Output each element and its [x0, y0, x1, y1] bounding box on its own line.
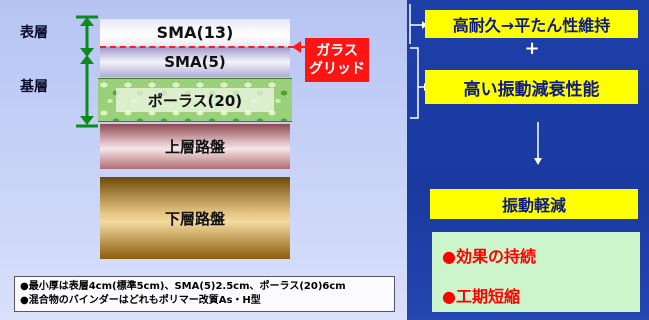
surface-layer-label: 表層	[20, 25, 48, 41]
vibration-performance-box: 高い振動減衰性能	[425, 70, 638, 104]
glass-grid-label-line1: ガラス	[316, 43, 358, 59]
glass-grid-label-box: ガラス グリッド	[305, 38, 369, 82]
vibration-reduction-box: 振動軽減	[430, 189, 638, 219]
benefit-shorter-construction: ●工期短縮	[442, 287, 520, 306]
glass-grid-arrowhead-icon	[292, 41, 301, 53]
note-min-thickness: ●最小厚は表層4cm(標準5cm)、SMA(5)2.5cm、ポーラス(20)6c…	[20, 281, 346, 292]
benefit-sustained-effect: ●効果の持続	[442, 247, 536, 266]
base-layer-label: 基層	[20, 79, 48, 95]
glass-grid-arrow-line	[300, 46, 306, 48]
layer-sma5: SMA(5)	[100, 47, 290, 77]
layer-sma13: SMA(13)	[100, 19, 290, 46]
glass-grid-line	[100, 46, 294, 48]
layer-porous-label: ポーラス(20)	[116, 88, 274, 112]
notes-box: ●最小厚は表層4cm(標準5cm)、SMA(5)2.5cm、ポーラス(20)6c…	[14, 276, 395, 312]
durability-box: 高耐久→平たん性維持	[425, 10, 638, 38]
note-binder: ●混合物のバインダーはどれもポリマー改質As・H型	[20, 295, 261, 306]
benefits-box	[432, 232, 640, 312]
layer-upper-base: 上層路盤	[100, 124, 290, 169]
glass-grid-label-line2: グリッド	[309, 61, 365, 77]
thickness-arrows-icon	[76, 15, 98, 128]
layer-lower-base: 下層路盤	[100, 177, 290, 259]
plus-sign: +	[524, 38, 540, 59]
